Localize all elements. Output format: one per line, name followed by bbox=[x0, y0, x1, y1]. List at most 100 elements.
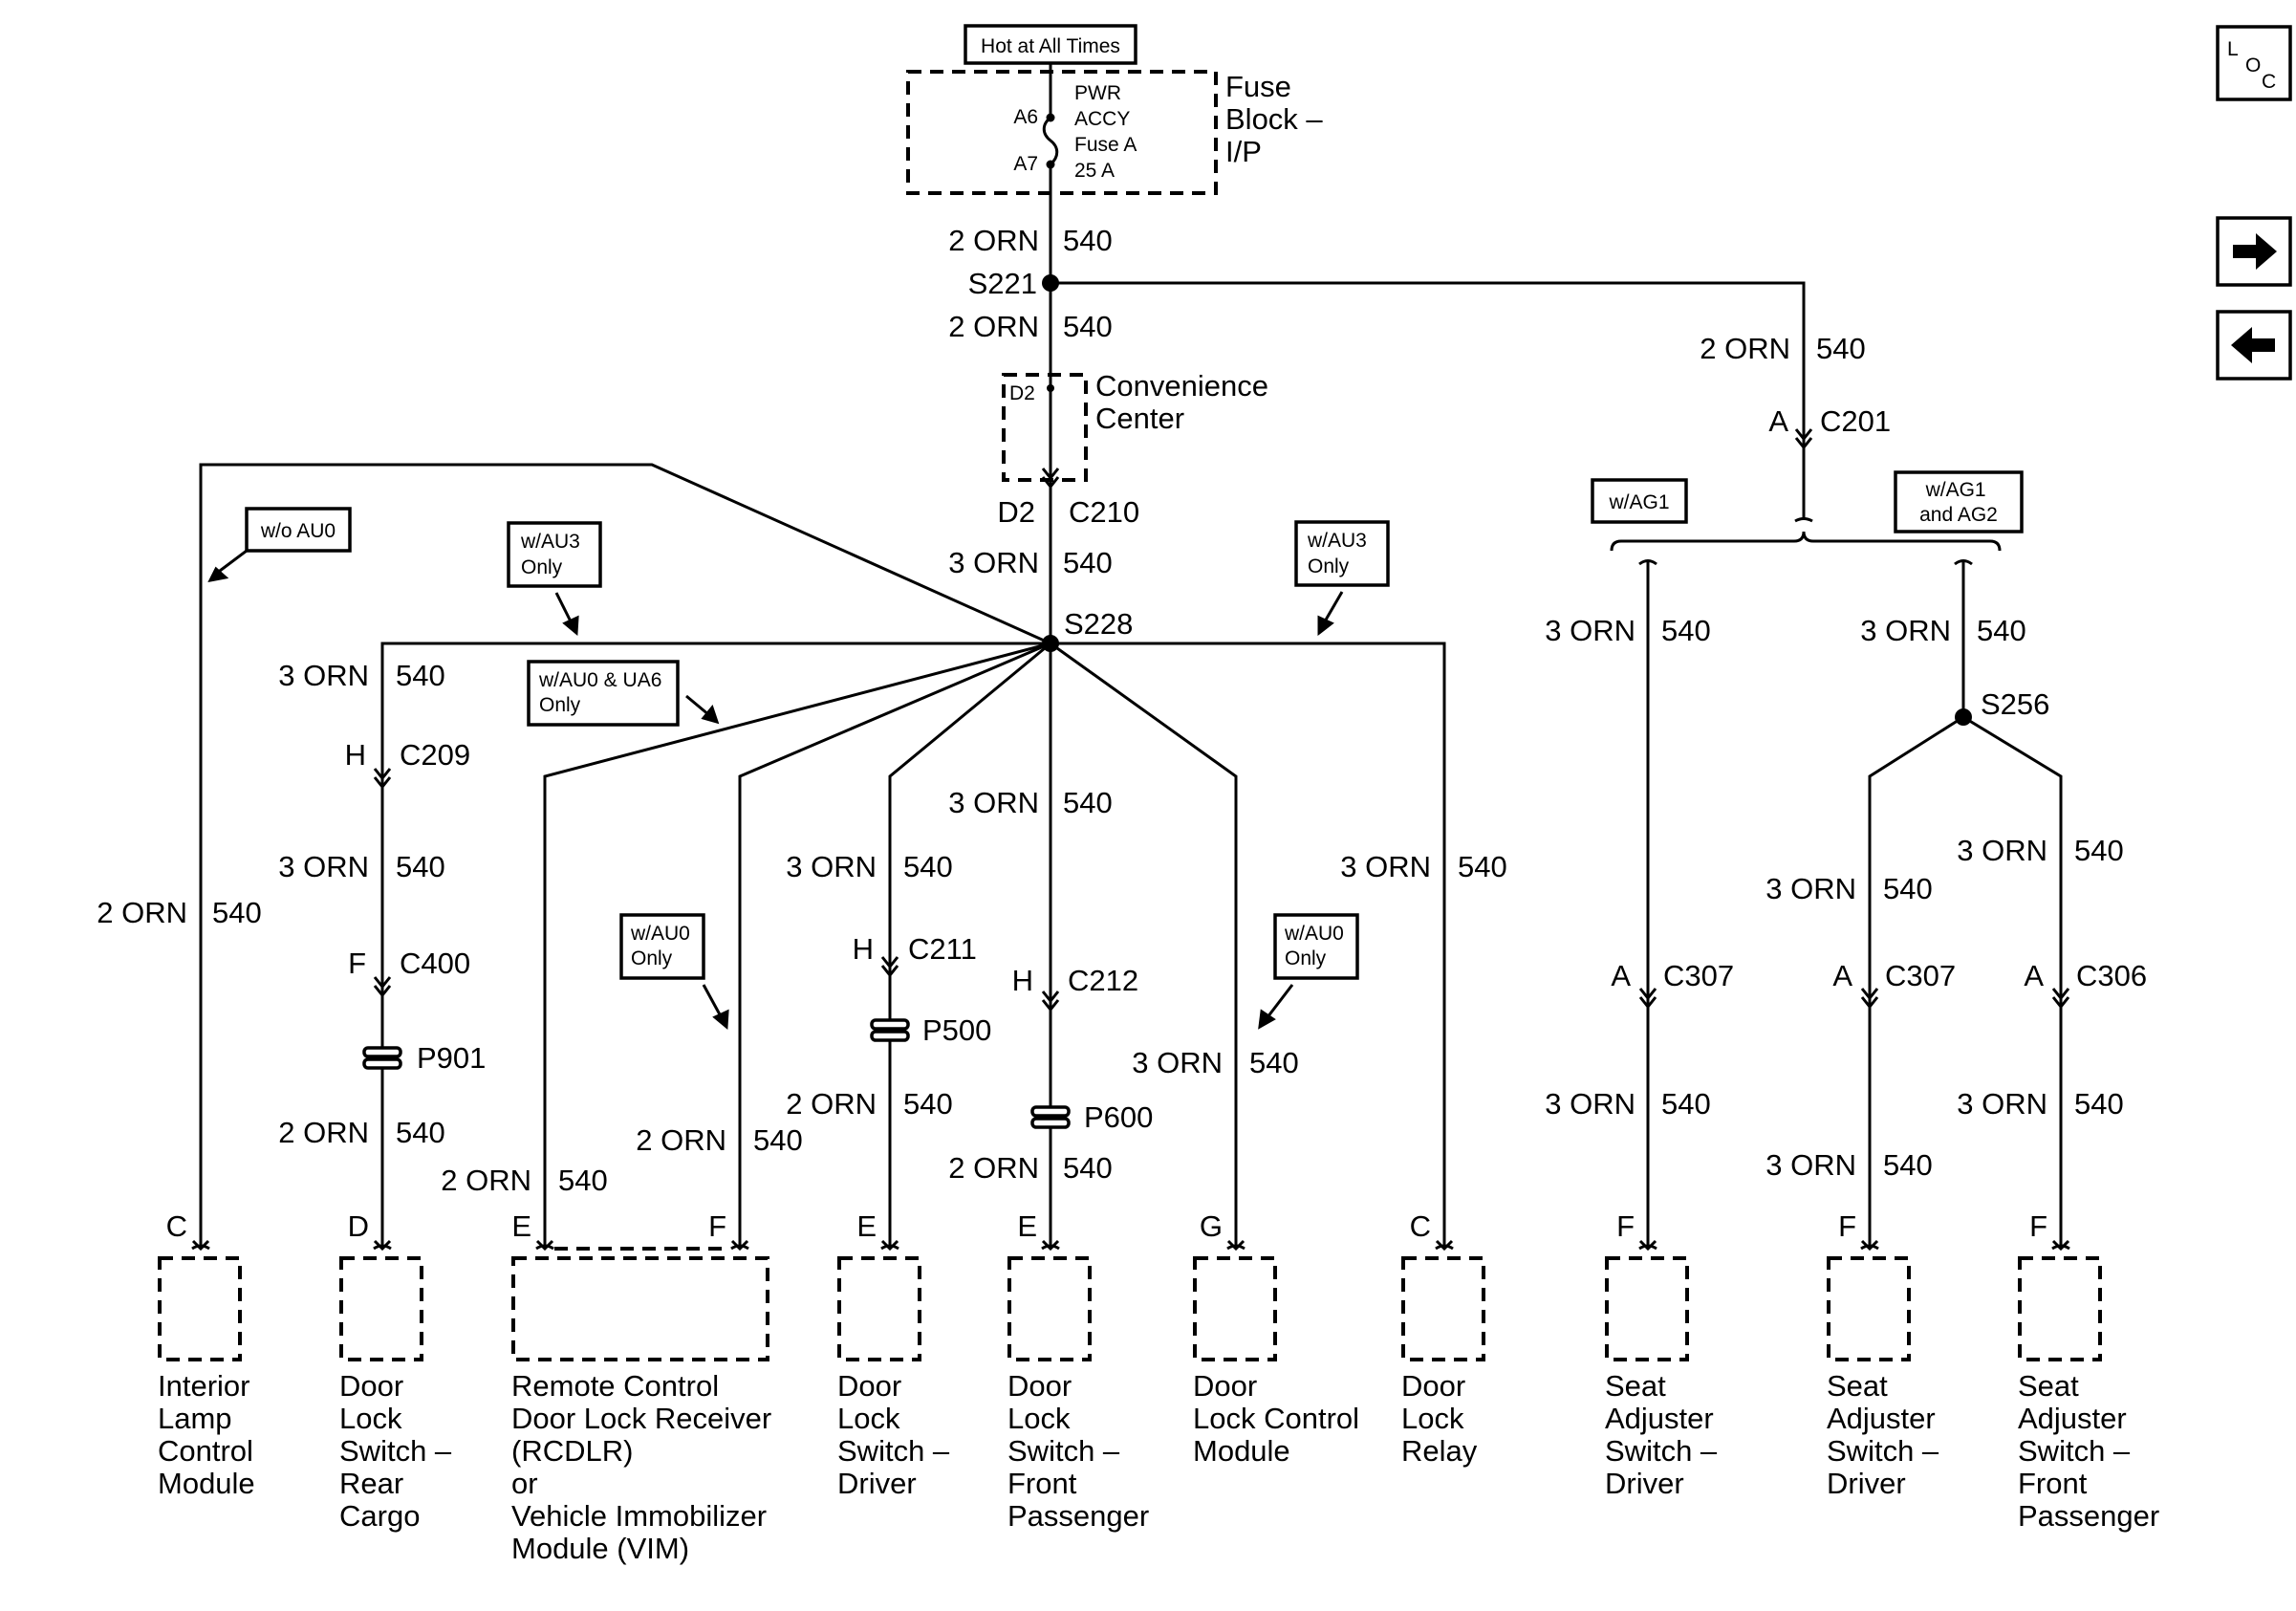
component-box bbox=[158, 1256, 242, 1361]
connector-c400-pin: F bbox=[348, 947, 366, 980]
arrow-right-icon bbox=[2233, 233, 2277, 270]
wire-drvb-gauge: 2 ORN bbox=[786, 1087, 877, 1121]
connector-c212: C212 bbox=[1068, 964, 1138, 997]
connector-c306: C306 bbox=[2076, 959, 2147, 992]
loc-button[interactable]: L O C bbox=[2216, 25, 2292, 101]
component-pin: F bbox=[1838, 1209, 1856, 1243]
component-box bbox=[837, 1256, 921, 1361]
wire-ilcm-circuit: 540 bbox=[212, 896, 262, 929]
wire-rcdlrf-gauge: 2 ORN bbox=[636, 1123, 726, 1157]
connector-c307a-icon bbox=[1638, 988, 1657, 1001]
component-label-line: Driver bbox=[1827, 1467, 1906, 1500]
option-wo-au0-text: w/o AU0 bbox=[260, 520, 336, 542]
splice-s228: S228 bbox=[1064, 607, 1133, 641]
component-pin: E bbox=[1017, 1209, 1037, 1243]
option-w-ag1-text: w/AG1 bbox=[1608, 491, 1669, 513]
svg-text:w/AU0 Only: w/AU0 Only bbox=[630, 923, 696, 969]
connector-c210-icon bbox=[1041, 468, 1060, 481]
component-box bbox=[1605, 1256, 1689, 1361]
option-w-au0-mid: w/AU0 Only bbox=[619, 913, 729, 1031]
component-label-line: Lock bbox=[837, 1402, 900, 1435]
wire-dlcm-gauge: 3 ORN bbox=[1132, 1046, 1223, 1079]
connector-c307b-icon bbox=[1860, 988, 1879, 1001]
wire-sd2a-gauge: 3 ORN bbox=[1765, 872, 1856, 905]
wire-pasa-gauge: 3 ORN bbox=[948, 786, 1039, 819]
fuse-block-title-1: Fuse bbox=[1225, 70, 1291, 103]
component-label-line: Remote Control bbox=[511, 1369, 719, 1403]
wire-c201-circuit: 540 bbox=[1816, 332, 1866, 365]
connector-c201-icon bbox=[1794, 428, 1813, 442]
wire-sd2b-circuit: 540 bbox=[1883, 1148, 1933, 1182]
wire-pasb-gauge: 2 ORN bbox=[948, 1151, 1039, 1185]
component-label-line: Switch – bbox=[339, 1434, 452, 1468]
connector-c307b-pin: A bbox=[1832, 959, 1852, 992]
wire-rearb-gauge: 3 ORN bbox=[278, 850, 369, 883]
splice-s221: S221 bbox=[968, 267, 1037, 300]
pigtail-p600: P600 bbox=[1084, 1100, 1153, 1134]
connector-c210-pin: D2 bbox=[997, 495, 1035, 529]
wire-pasa-circuit: 540 bbox=[1063, 786, 1113, 819]
connector-c307b: C307 bbox=[1885, 959, 1956, 992]
wire-w2-circuit: 540 bbox=[1063, 310, 1113, 343]
loc-letter-l: L bbox=[2227, 38, 2239, 60]
hot-at-all-times-label: Hot at All Times bbox=[964, 24, 1137, 65]
component-label-line: Control bbox=[158, 1434, 253, 1468]
hot-label-text: Hot at All Times bbox=[981, 35, 1120, 57]
connector-c306-icon bbox=[2051, 988, 2070, 1001]
connector-c209: C209 bbox=[400, 738, 470, 772]
next-button[interactable] bbox=[2216, 216, 2292, 287]
convenience-title-2: Center bbox=[1095, 402, 1184, 435]
option-bracket bbox=[1610, 531, 2002, 552]
loc-letter-o: O bbox=[2245, 54, 2261, 76]
option-w-au3-right-2: Only bbox=[1308, 555, 1350, 577]
component-box bbox=[1827, 1256, 1911, 1361]
wire-sd2a-circuit: 540 bbox=[1883, 872, 1933, 905]
component-label-line: Relay bbox=[1401, 1434, 1478, 1468]
component-label-line: Seat bbox=[1827, 1369, 1888, 1403]
wire-sd1b-circuit: 540 bbox=[1661, 1087, 1711, 1121]
component-label-line: Passenger bbox=[2018, 1499, 2159, 1533]
pigtail-p901-icon bbox=[362, 1046, 402, 1070]
connector-c400-icon bbox=[373, 976, 392, 990]
component-box bbox=[511, 1256, 769, 1361]
pigtail-p901: P901 bbox=[417, 1041, 486, 1075]
connector-c211-icon bbox=[880, 956, 899, 969]
option-w-au0-ua6: w/AU0 & UA6 Only bbox=[527, 660, 720, 727]
wire-w1-gauge: 2 ORN bbox=[948, 224, 1039, 257]
wire-ilcm-gauge: 2 ORN bbox=[97, 896, 187, 929]
fuse-block-title-3: I/P bbox=[1225, 135, 1262, 168]
wire-reara-gauge: 3 ORN bbox=[278, 659, 369, 692]
convenience-title-1: Convenience bbox=[1095, 369, 1268, 403]
option-w-au3-left-2: Only bbox=[521, 556, 563, 578]
fuse-text-1: PWR bbox=[1074, 82, 1121, 104]
component-label-line: Door bbox=[1193, 1369, 1257, 1403]
component-label-line: or bbox=[511, 1467, 538, 1500]
component-box bbox=[1007, 1256, 1092, 1361]
fuse-block-title-2: Block – bbox=[1225, 102, 1323, 136]
loc-letter-c: C bbox=[2262, 71, 2276, 93]
option-w-au0-mid-2: Only bbox=[631, 947, 673, 969]
option-w-au0-right-2: Only bbox=[1285, 947, 1327, 969]
component-label-line: Lock Control bbox=[1193, 1402, 1359, 1435]
previous-button[interactable] bbox=[2216, 310, 2292, 381]
wire-relay-gauge: 3 ORN bbox=[1340, 850, 1431, 883]
connector-c212-icon bbox=[1041, 991, 1060, 1004]
svg-text:w/AU0 Only: w/AU0 Only bbox=[1284, 923, 1350, 969]
component-label-line: (RCDLR) bbox=[511, 1434, 633, 1468]
component-pin-2: F bbox=[708, 1209, 726, 1243]
option-w-ag1-ag2-2: and AG2 bbox=[1919, 504, 1998, 526]
fuse-block-ip: Fuse Block – I/P PWR ACCY Fuse A 25 A A6… bbox=[906, 70, 1323, 195]
option-w-au0-right-1: w/AU0 bbox=[1284, 923, 1344, 945]
wire-drva-gauge: 3 ORN bbox=[786, 850, 877, 883]
component-label-line: Driver bbox=[837, 1467, 917, 1500]
